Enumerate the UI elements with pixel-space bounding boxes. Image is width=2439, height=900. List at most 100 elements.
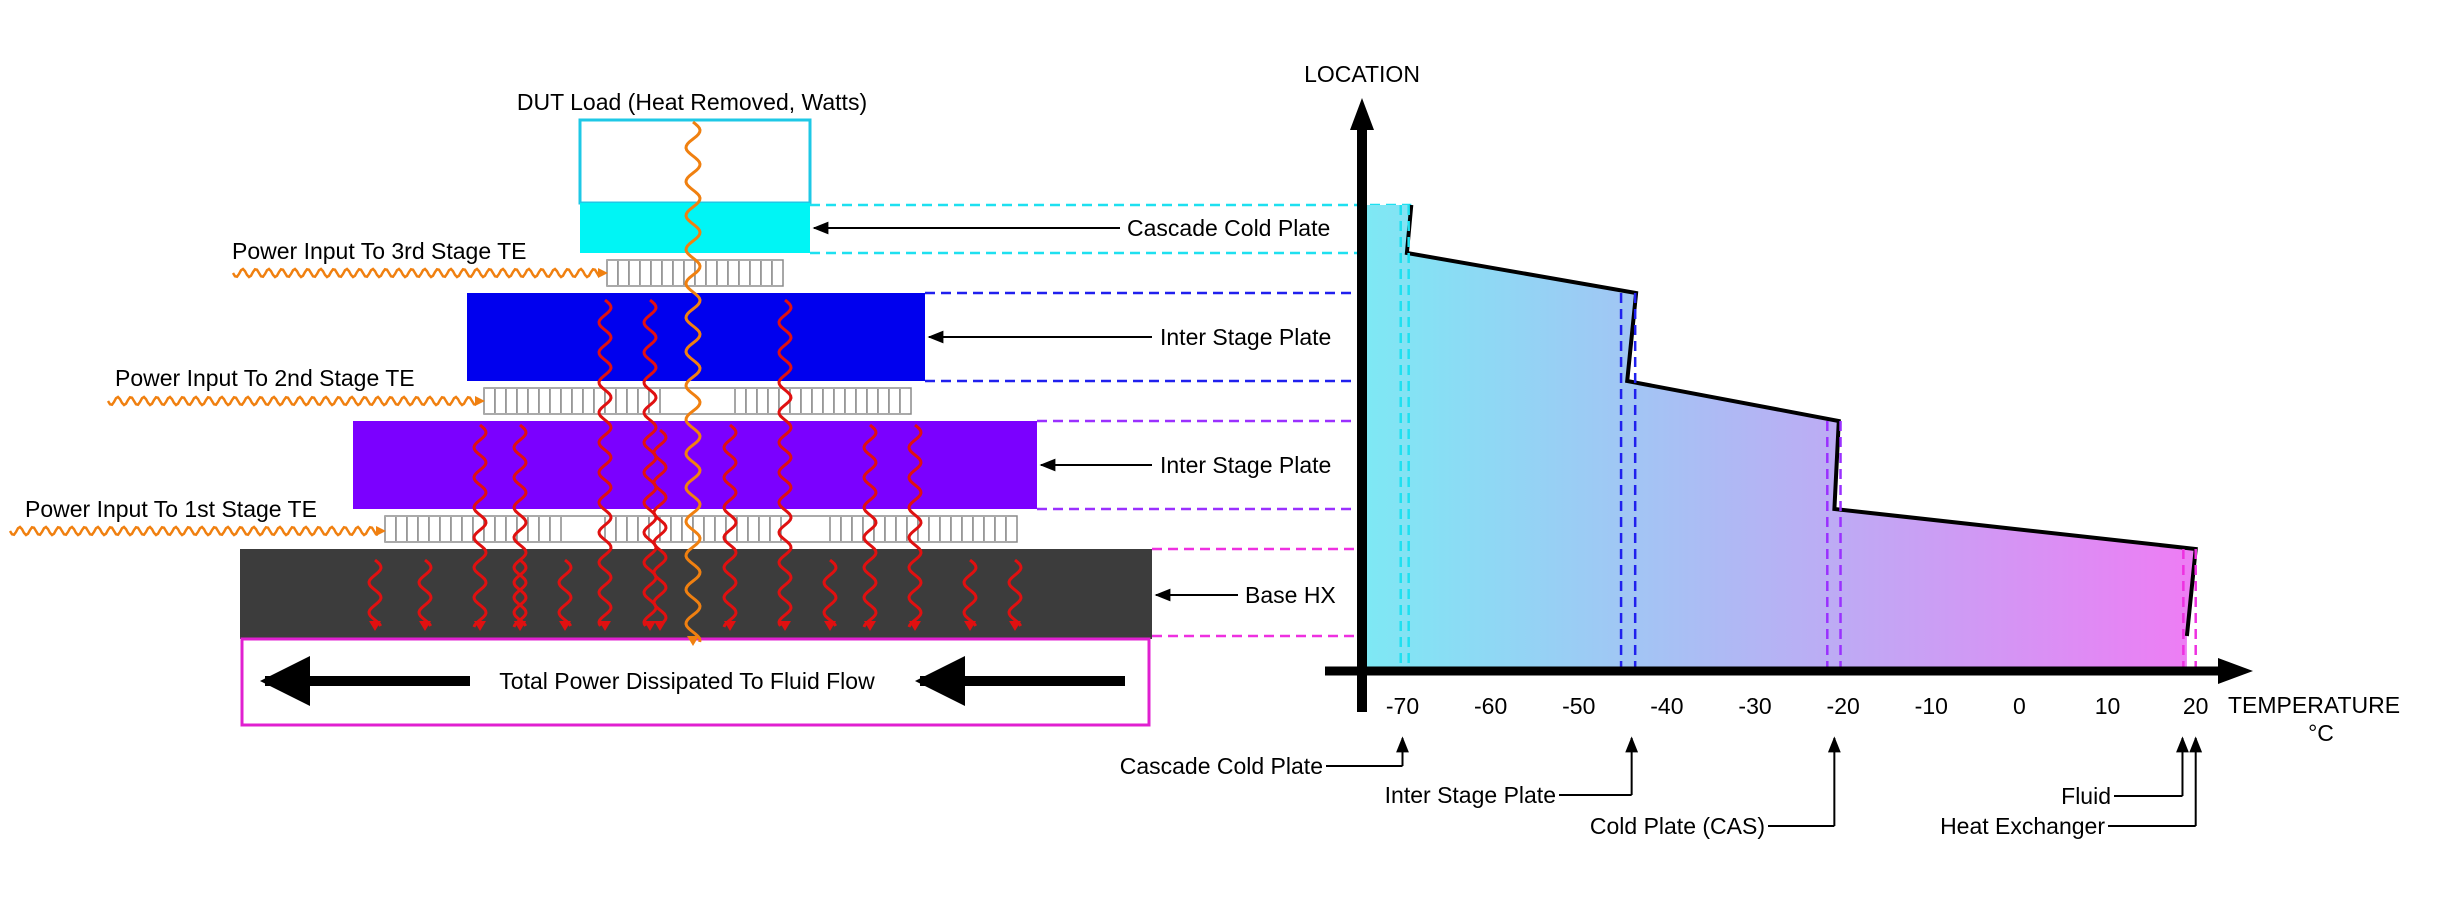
te-element — [972, 515, 985, 543]
heat-wave-tip — [419, 621, 431, 631]
te-element — [895, 515, 908, 543]
te-element — [549, 387, 562, 415]
te-element — [483, 387, 496, 415]
te-element — [727, 259, 740, 287]
heat-wave — [642, 298, 658, 627]
heat-wave — [652, 428, 668, 628]
heat-wave — [862, 423, 878, 628]
heat-wave — [777, 298, 793, 627]
te-element — [626, 515, 639, 543]
te-element — [738, 259, 751, 287]
x-tick-label: 20 — [2183, 693, 2209, 719]
te-element — [703, 515, 716, 543]
marker-label: Heat Exchanger — [1940, 813, 2105, 839]
te-element — [888, 387, 901, 415]
heat-wave — [722, 423, 738, 628]
temperature-profile-chart: LOCATION TEMPERATURE °C -70-60-50-40-30-… — [1120, 61, 2400, 839]
te-element — [538, 387, 551, 415]
profile-fill — [1367, 205, 2196, 667]
te-element — [626, 387, 639, 415]
heat-wave — [417, 558, 433, 627]
te-element — [615, 515, 628, 543]
profile-line — [1404, 204, 2198, 637]
x-tick-label: -70 — [1386, 693, 1419, 719]
te-element — [994, 515, 1007, 543]
te-element — [705, 259, 718, 287]
x-tick-label: -60 — [1474, 693, 1507, 719]
te-element — [756, 387, 769, 415]
te-element — [928, 515, 941, 543]
te-module-row-3 — [606, 259, 784, 287]
y-axis-title: LOCATION — [1304, 61, 1420, 87]
te-element — [582, 387, 595, 415]
power-input-wave — [8, 525, 379, 537]
te-element — [417, 515, 430, 543]
power-input-wave-tip — [598, 268, 608, 278]
te-element — [494, 387, 507, 415]
power-input-wave — [106, 395, 477, 407]
heat-wave — [684, 120, 702, 643]
x-tick-label: -20 — [1827, 693, 1860, 719]
heat-wave-tip — [824, 621, 836, 631]
te-element — [736, 515, 749, 543]
te-element — [844, 387, 857, 415]
te-element — [571, 387, 584, 415]
te-element — [670, 515, 683, 543]
heat-wave — [512, 423, 528, 628]
heat-wave — [512, 558, 528, 627]
cascade-cold-plate — [580, 203, 810, 253]
te-element — [672, 259, 685, 287]
power-input-stage3-label: Power Input To 3rd Stage TE — [232, 238, 527, 264]
te-element — [560, 387, 573, 415]
te-stack: DUT Load (Heat Removed, Watts) Total Pow… — [8, 89, 1336, 727]
heat-wave-tip — [644, 621, 656, 631]
heat-wave — [907, 423, 923, 628]
te-element — [527, 387, 540, 415]
power-input-wave-tip — [475, 396, 485, 406]
marker-label: Cascade Cold Plate — [1120, 753, 1323, 779]
te-element — [639, 259, 652, 287]
heat-wave-tip — [964, 621, 976, 631]
heat-flow-waves — [8, 120, 1023, 646]
x-axis-title: TEMPERATURE — [2228, 692, 2400, 718]
te-element — [789, 387, 802, 415]
heat-wave-tip — [369, 621, 381, 631]
inter-stage-plate-lower-label: Inter Stage Plate — [1160, 452, 1331, 478]
te-element — [450, 515, 463, 543]
te-module-row-1 — [384, 515, 1018, 543]
te-element — [617, 259, 630, 287]
te-element — [384, 515, 397, 543]
inter-stage-plate-upper-label: Inter Stage Plate — [1160, 324, 1331, 350]
heat-wave-tip — [724, 621, 736, 631]
x-tick-label: -10 — [1915, 693, 1948, 719]
te-element — [628, 259, 641, 287]
te-element — [877, 387, 890, 415]
te-element — [760, 259, 773, 287]
marker-label: Fluid — [2061, 783, 2111, 809]
heat-wave-tip — [514, 621, 526, 631]
te-element — [811, 387, 824, 415]
te-element — [661, 259, 674, 287]
te-element — [538, 515, 551, 543]
te-element — [650, 259, 663, 287]
heat-wave — [1007, 558, 1023, 627]
te-element — [767, 387, 780, 415]
te-element — [494, 515, 507, 543]
te-element — [734, 387, 747, 415]
te-element — [439, 515, 452, 543]
heat-wave — [597, 298, 613, 627]
te-element — [549, 515, 562, 543]
x-tick-label: -50 — [1562, 693, 1595, 719]
heat-wave — [962, 558, 978, 627]
te-element — [822, 387, 835, 415]
base-hx-label: Base HX — [1245, 582, 1336, 608]
te-element — [758, 515, 771, 543]
heat-wave — [822, 558, 838, 627]
te-module-row-2 — [483, 387, 912, 415]
te-element — [516, 387, 529, 415]
x-axis-arrowhead — [2218, 658, 2253, 684]
te-element — [899, 387, 912, 415]
